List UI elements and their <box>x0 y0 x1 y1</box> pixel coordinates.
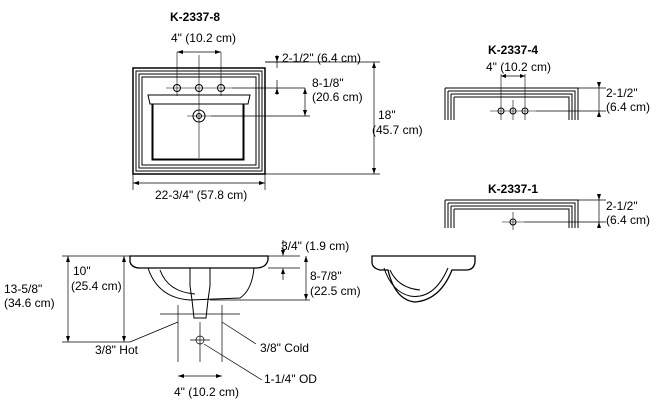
k4-arrowheads <box>501 74 601 117</box>
k1-setback-label-2: (6.4 cm) <box>606 213 651 227</box>
side-profile-basin <box>371 255 476 303</box>
section-bowl-depth-label-2: (22.5 cm) <box>310 284 361 298</box>
model-label-k2337-8: K-2337-8 <box>170 10 221 24</box>
top-depth-label-1: 18" <box>378 108 396 122</box>
section-overall-height-label-1: 13-5/8" <box>4 282 43 296</box>
k1-profile <box>444 199 579 230</box>
section-drain-od-label: 1-1/4" OD <box>264 372 317 386</box>
k1-dimensions <box>524 194 606 228</box>
section-bowl-depth-label-1: 8-7/8" <box>310 269 342 283</box>
section-view-arrowheads <box>66 250 308 378</box>
section-view-supply-lines <box>129 305 263 381</box>
section-supply-spacing-label: 4" (10.2 cm) <box>174 385 239 399</box>
top-bowl-offset-label-1: 8-1/8" <box>312 76 344 90</box>
section-view-basin <box>129 255 269 319</box>
top-hole-spacing-label: 4" (10.2 cm) <box>171 31 236 45</box>
model-label-k2337-4: K-2337-4 <box>488 43 539 57</box>
model-label-k2337-1: K-2337-1 <box>488 182 539 196</box>
section-view-dimensions <box>62 240 310 343</box>
k4-setback-label-1: 2-1/2" <box>606 86 638 100</box>
section-rim-thickness-label: 3/4" (1.9 cm) <box>281 239 350 253</box>
section-bowl-height-label-1: 10" <box>73 264 91 278</box>
k1-setback-label-1: 2-1/2" <box>606 199 638 213</box>
k1-arrowheads <box>597 194 601 228</box>
k4-hole-spacing-label: 4" (10.2 cm) <box>486 60 551 74</box>
top-view-drain <box>187 109 211 123</box>
section-overall-height-label-2: (34.6 cm) <box>4 296 55 310</box>
section-cold-label: 3/8" Cold <box>260 341 309 355</box>
top-view-arrowheads <box>133 50 376 185</box>
k4-profile <box>444 74 579 120</box>
faucet-holes-8 <box>166 52 232 158</box>
top-depth-label-2: (45.7 cm) <box>372 123 423 137</box>
top-width-label: 22-3/4" (57.8 cm) <box>155 188 248 202</box>
top-bowl-offset-label-2: (20.6 cm) <box>312 90 363 104</box>
section-bowl-height-label-2: (25.4 cm) <box>71 279 122 293</box>
top-setback-label: 2-1/2" (6.4 cm) <box>282 51 361 65</box>
k4-setback-label-2: (6.4 cm) <box>606 100 651 114</box>
section-hot-label: 3/8" Hot <box>95 343 138 357</box>
